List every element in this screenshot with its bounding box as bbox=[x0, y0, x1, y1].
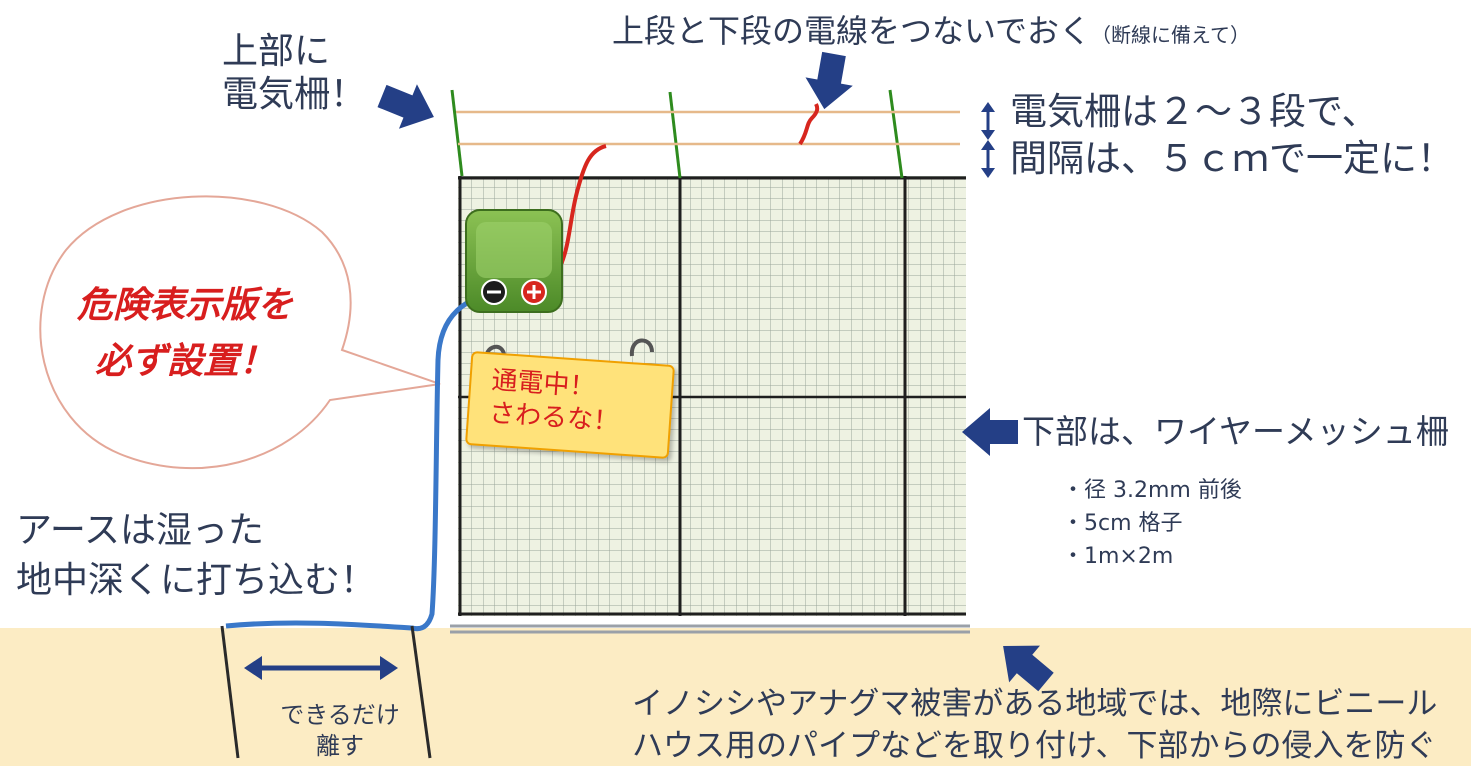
ground-pipe bbox=[450, 624, 970, 634]
energizer-box bbox=[465, 209, 563, 313]
warning-bubble-line-2: 必ず設置！ bbox=[94, 340, 275, 382]
upper-fence-line-1: 上部に bbox=[222, 31, 331, 72]
electric-fence bbox=[450, 89, 960, 179]
pipe-note-label: イノシシやアナグマ被害がある地域では、地際にビニール ハウス用のパイプなどを取り… bbox=[632, 684, 1437, 767]
keep-apart-label: できるだけ 離す bbox=[240, 700, 440, 762]
mesh-spec-item: ・径 3.2mm 前後 bbox=[1062, 478, 1242, 503]
arrow-icon bbox=[962, 408, 1018, 456]
mesh-spec-item: ・5cm 格子 bbox=[1062, 511, 1183, 536]
connect-wires-text: 上段と下段の電線をつないでおく bbox=[612, 12, 1092, 50]
keep-apart-line-2: 離す bbox=[316, 732, 364, 761]
earth-line-2: 地中深くに打ち込む！ bbox=[16, 560, 377, 602]
earth-lead-wire bbox=[225, 289, 493, 632]
double-arrow-icon bbox=[244, 656, 398, 680]
arrow-icon bbox=[805, 51, 853, 110]
warning-bubble bbox=[39, 195, 441, 470]
pipe-note-line-1: イノシシやアナグマ被害がある地域では、地際にビニール bbox=[632, 686, 1438, 722]
upper-fence-line-2: 電気柵！ bbox=[222, 74, 367, 116]
double-arrow-icon bbox=[981, 102, 995, 140]
double-arrow-icon bbox=[981, 140, 995, 178]
connect-wires-label: 上段と下段の電線をつないでおく（断線に備えて） bbox=[612, 12, 1250, 50]
keep-apart-line-1: できるだけ bbox=[280, 701, 400, 729]
lower-fence-label: 下部は、ワイヤーメッシュ柵 bbox=[1022, 412, 1449, 451]
arrow-icon bbox=[377, 84, 434, 129]
spacing-line-2: 間隔は、５ｃｍで一定に！ bbox=[1010, 137, 1454, 181]
warning-bubble-text: 危険表示版を 必ず設置！ bbox=[40, 278, 330, 390]
spacing-label: 電気柵は２～３段で、 間隔は、５ｃｍで一定に！ bbox=[1010, 88, 1454, 183]
warning-bubble-line-1: 危険表示版を bbox=[76, 285, 293, 326]
earth-stakes bbox=[220, 625, 432, 759]
mesh-specs-list: ・径 3.2mm 前後 ・5cm 格子 ・1m×2m bbox=[1062, 474, 1242, 573]
arrow-icon bbox=[1003, 645, 1054, 692]
mesh-spec-item: ・1m×2m bbox=[1062, 544, 1174, 569]
ground-area bbox=[0, 628, 1471, 766]
pipe-note-line-2: ハウス用のパイプなどを取り付け、下部からの侵入を防ぐ bbox=[632, 727, 1437, 764]
connect-wires-note: （断線に備えて） bbox=[1091, 23, 1251, 47]
spacing-line-1: 電気柵は２～３段で、 bbox=[1010, 90, 1379, 133]
warning-sign: 通電中！ さわるな！ bbox=[464, 350, 676, 460]
earth-line-1: アースは湿った bbox=[16, 510, 265, 551]
earth-label: アースは湿った 地中深くに打ち込む！ bbox=[16, 506, 376, 607]
upper-fence-label: 上部に 電気柵！ bbox=[222, 30, 366, 116]
